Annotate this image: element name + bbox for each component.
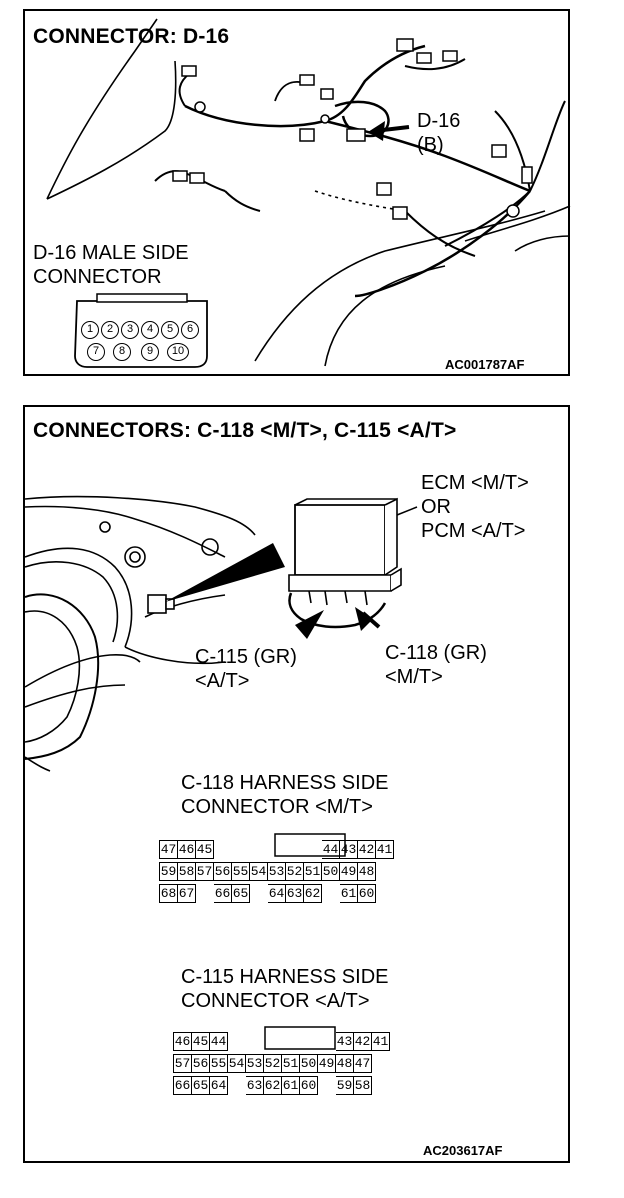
panel-title: CONNECTOR: D-16 [33, 25, 230, 48]
pin: 48 [357, 862, 376, 881]
callout-d16-color: (B) [417, 134, 444, 156]
pin: 62 [263, 1076, 282, 1095]
c115-title-2: CONNECTOR <A/T> [181, 990, 370, 1012]
pin: 66 [213, 884, 232, 903]
pin-1: 1 [81, 321, 99, 339]
pin: 60 [299, 1076, 318, 1095]
connectors-c118-c115-panel: CONNECTORS: C-118 <M/T>, C-115 <A/T> [23, 405, 570, 1163]
pin: 66 [173, 1076, 192, 1095]
pcm-label: PCM <A/T> [421, 520, 526, 542]
pin: 48 [335, 1054, 354, 1073]
pin: 52 [263, 1054, 282, 1073]
pin: 54 [227, 1054, 246, 1073]
pin: 64 [267, 884, 286, 903]
c118-callout-variant: <M/T> [385, 666, 443, 688]
c118-title: C-118 HARNESS SIDE [181, 772, 389, 794]
male-side-label: D-16 MALE SIDE [33, 242, 189, 264]
pin-6: 6 [181, 321, 199, 339]
pin: 64 [209, 1076, 228, 1095]
pin-5: 5 [161, 321, 179, 339]
c118-row-3: 68 67 66 65 64 63 62 61 60 [159, 884, 376, 903]
c115-callout-variant: <A/T> [195, 670, 250, 692]
pin: 56 [191, 1054, 210, 1073]
harness-illustration [46, 18, 571, 367]
pin: 65 [231, 884, 250, 903]
pin: 55 [231, 862, 250, 881]
pin: 68 [159, 884, 178, 903]
pin: 57 [195, 862, 214, 881]
pin: 59 [159, 862, 178, 881]
c118-row-1: 47 46 45 44 43 42 41 [159, 840, 394, 859]
pin: 63 [245, 1076, 264, 1095]
pin-2: 2 [101, 321, 119, 339]
pin: 42 [357, 840, 376, 859]
pin-3: 3 [121, 321, 139, 339]
c115-row-3: 66 65 64 63 62 61 60 59 58 [173, 1076, 372, 1095]
pin: 61 [281, 1076, 300, 1095]
connector-d16-panel: CONNECTOR: D-16 [23, 9, 571, 376]
pin: 42 [353, 1032, 372, 1051]
pin: 47 [353, 1054, 372, 1073]
pin: 57 [173, 1054, 192, 1073]
pin: 62 [303, 884, 322, 903]
pin: 60 [357, 884, 376, 903]
ecm-label: ECM <M/T> [421, 472, 529, 494]
callout-d16: D-16 [417, 110, 461, 132]
pin: 41 [375, 840, 394, 859]
pin: 41 [371, 1032, 390, 1051]
c115-row-1: 46 45 44 43 42 41 [173, 1032, 390, 1051]
pin: 56 [213, 862, 232, 881]
pin: 58 [177, 862, 196, 881]
pin: 67 [177, 884, 196, 903]
pin-7: 7 [87, 343, 105, 361]
pin: 51 [303, 862, 322, 881]
pin: 52 [285, 862, 304, 881]
pin: 65 [191, 1076, 210, 1095]
c115-title: C-115 HARNESS SIDE [181, 966, 389, 988]
pin-9: 9 [141, 343, 159, 361]
c115-key-outline [264, 1026, 336, 1050]
c118-callout: C-118 (GR) [385, 642, 487, 664]
pin: 45 [191, 1032, 210, 1051]
c118-title-2: CONNECTOR <M/T> [181, 796, 373, 818]
pin: 58 [353, 1076, 372, 1095]
c115-row-2: 57 56 55 54 53 52 51 50 49 48 47 [173, 1054, 372, 1073]
pin: 61 [339, 884, 358, 903]
pin-8: 8 [113, 343, 131, 361]
pin: 44 [209, 1032, 228, 1051]
pin: 50 [321, 862, 340, 881]
pin-4: 4 [141, 321, 159, 339]
male-side-label-2: CONNECTOR [33, 266, 162, 288]
pin: 59 [335, 1076, 354, 1095]
panel-title: CONNECTORS: C-118 <M/T>, C-115 <A/T> [33, 419, 457, 442]
figure-code: AC203617AF [423, 1143, 503, 1158]
figure-code: AC001787AF [445, 357, 525, 372]
pin-10: 10 [167, 343, 189, 361]
pin: 53 [267, 862, 286, 881]
pin: 45 [195, 840, 214, 859]
pin: 49 [317, 1054, 336, 1073]
pin: 43 [335, 1032, 354, 1051]
pin: 55 [209, 1054, 228, 1073]
pin: 46 [173, 1032, 192, 1051]
c115-callout: C-115 (GR) [195, 646, 297, 668]
pin: 51 [281, 1054, 300, 1073]
pin: 50 [299, 1054, 318, 1073]
c118-row-2: 59 58 57 56 55 54 53 52 51 50 49 48 [159, 862, 376, 881]
ecm-or-label: OR [421, 496, 451, 518]
dashboard-illustration [25, 495, 418, 772]
pin: 53 [245, 1054, 264, 1073]
